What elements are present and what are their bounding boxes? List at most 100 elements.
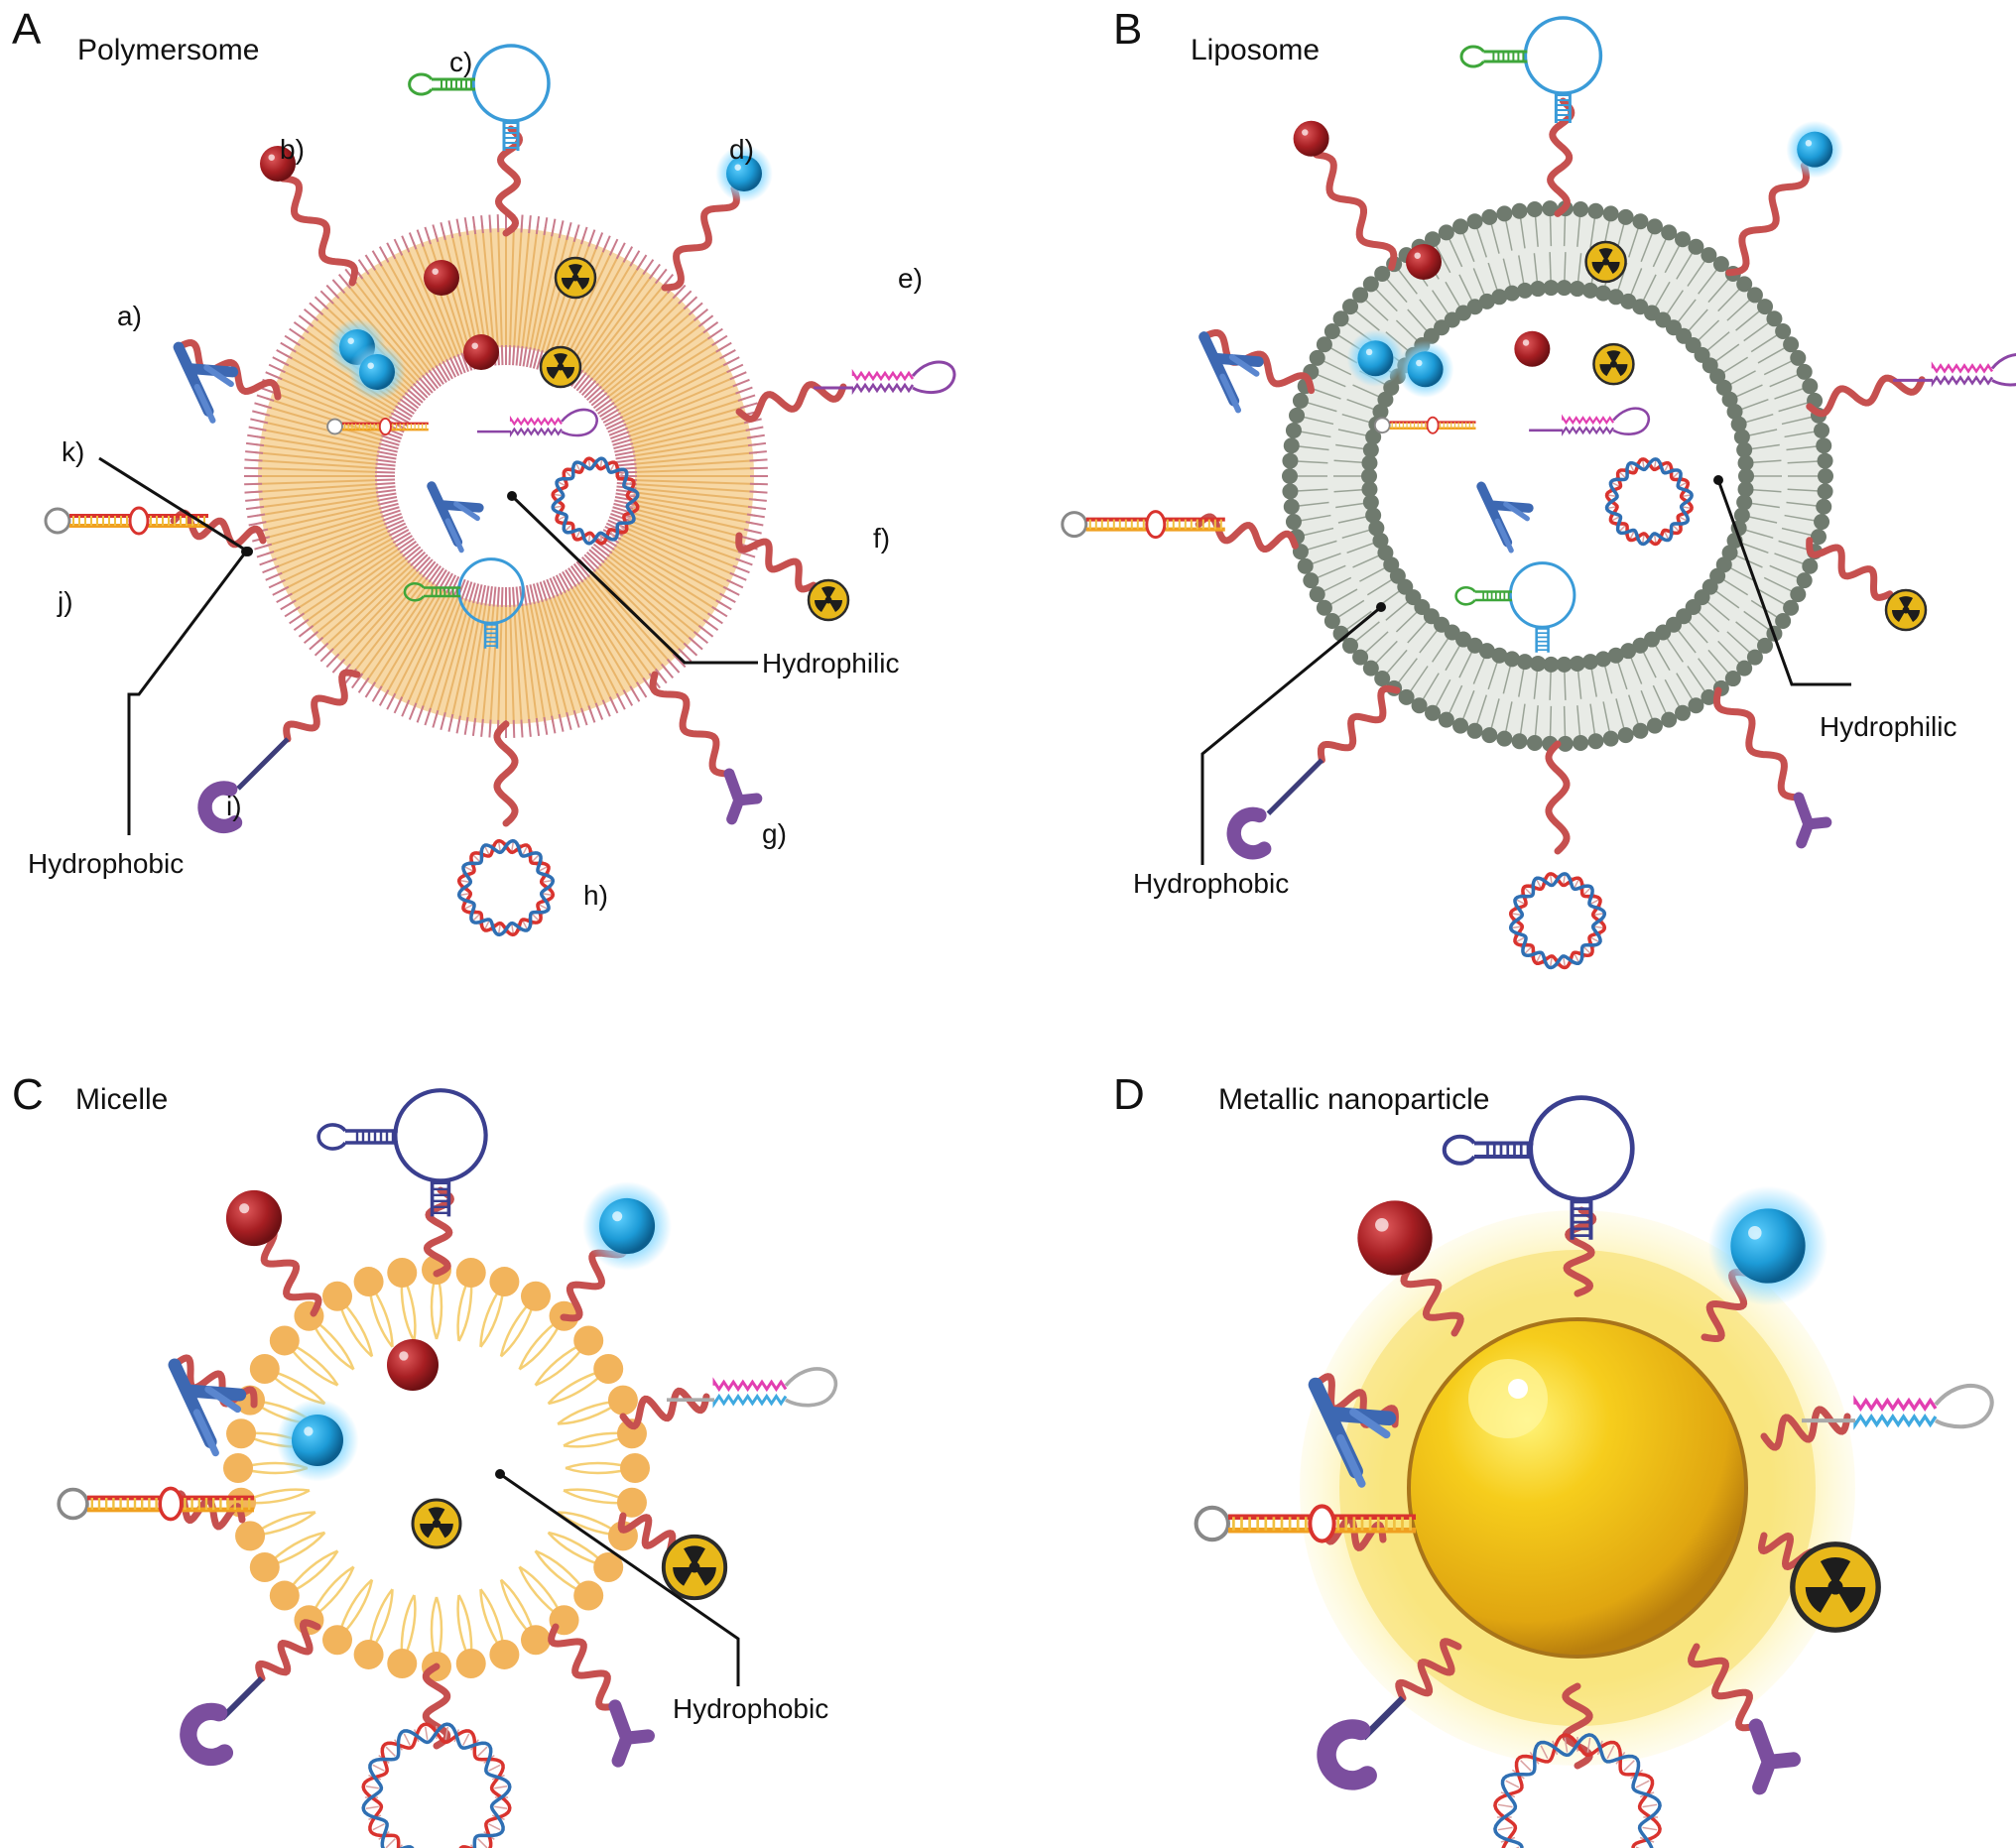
- hydrophilic-callout: Hydrophilic: [762, 648, 900, 678]
- radioactive-icon: [554, 256, 597, 300]
- polymersome-shell: [244, 214, 768, 738]
- leader-dot: [243, 547, 253, 556]
- peg-tether: [661, 185, 740, 292]
- leader-line: [510, 494, 758, 665]
- aptamer-hairpin-icon: [408, 44, 551, 151]
- peg-tether: [1317, 684, 1401, 764]
- peg-tether: [1195, 513, 1299, 553]
- label-c: c): [449, 47, 472, 77]
- sphere-highlight: [268, 154, 275, 161]
- sphere-highlight: [239, 1203, 250, 1214]
- label-d: d): [729, 134, 754, 165]
- plasmid-dna-icon: [361, 1722, 512, 1848]
- leader-dot: [1376, 602, 1386, 612]
- hook-linker: [1266, 758, 1324, 815]
- radioactive-icon: [1793, 1544, 1878, 1630]
- blue-drug-sphere-icon: [598, 1197, 656, 1255]
- plasmid-dna-icon: [456, 838, 556, 937]
- red-drug-sphere-icon: [1406, 244, 1442, 280]
- peg-tether: [1395, 1638, 1462, 1702]
- sphere-highlight: [471, 342, 478, 349]
- leader-line: [1716, 479, 1851, 686]
- duplex-oligo-icon: [57, 1486, 255, 1522]
- blue-drug-sphere-icon: [359, 354, 395, 390]
- peg-tether: [1562, 1682, 1593, 1770]
- hook-linker: [219, 1675, 265, 1721]
- aptamer-hairpin-icon: [1454, 561, 1576, 653]
- radioactive-icon: [1884, 588, 1928, 632]
- sphere-highlight: [304, 1426, 314, 1436]
- duplex-oligo-icon: [1061, 510, 1225, 540]
- plasmid-dna-icon: [551, 456, 640, 546]
- panel-letter-c: C: [12, 1070, 44, 1119]
- sphere-highlight: [734, 164, 741, 171]
- gold-highlight: [1468, 1359, 1548, 1438]
- peg-tether: [1806, 537, 1894, 601]
- peg-tether: [175, 338, 282, 401]
- blue-drug-sphere-icon: [1730, 1208, 1806, 1284]
- sirna-icon: [476, 408, 598, 438]
- label-i: i): [226, 791, 242, 821]
- peg-tether: [1313, 151, 1398, 271]
- sphere-highlight: [1302, 129, 1309, 136]
- blue-drug-sphere-icon: [292, 1415, 343, 1466]
- leader-line: [98, 456, 249, 554]
- panel-letter-d: D: [1113, 1070, 1145, 1119]
- plasmid-dna-icon: [1508, 872, 1607, 970]
- label-j: j): [57, 586, 73, 617]
- radioactive-icon: [807, 578, 850, 622]
- red-drug-sphere-icon: [463, 334, 499, 370]
- peg-tether: [422, 1663, 451, 1750]
- hook-linker: [236, 737, 290, 791]
- red-drug-sphere-icon: [225, 1189, 283, 1247]
- peg-tether: [1688, 1643, 1760, 1732]
- plasmid-dna-icon: [1604, 457, 1694, 547]
- peg-tether: [279, 175, 359, 287]
- aptamer-hairpin-icon: [1442, 1095, 1635, 1240]
- peg-tether: [1725, 162, 1811, 277]
- blue-drug-sphere-icon: [1357, 340, 1394, 377]
- peg-tether: [735, 381, 847, 423]
- sphere-highlight: [1375, 1218, 1389, 1232]
- sirna-icon: [1801, 1384, 1994, 1430]
- label-e: e): [898, 263, 923, 294]
- leader-line: [1200, 605, 1382, 865]
- sphere-highlight: [1416, 359, 1423, 367]
- receptor-hook-icon: [1234, 814, 1264, 852]
- red-drug-sphere-icon: [260, 146, 296, 182]
- hydrophobic-callout: Hydrophobic: [673, 1693, 828, 1724]
- leader-line: [127, 551, 248, 835]
- panel-title-c: Micelle: [75, 1083, 168, 1116]
- radioactive-icon: [411, 1498, 462, 1549]
- sphere-highlight: [1805, 140, 1813, 147]
- aptamer-hairpin-icon: [1459, 16, 1603, 123]
- peg-tether: [1545, 740, 1571, 855]
- panel-letter-b: B: [1113, 5, 1142, 54]
- sphere-highlight: [1365, 348, 1373, 356]
- label-f: f): [873, 523, 890, 554]
- peg-tether: [1712, 686, 1803, 801]
- radioactive-icon: [661, 1534, 728, 1601]
- sphere-highlight: [1414, 252, 1421, 259]
- receptor-hook-icon: [1326, 1729, 1367, 1781]
- liposome-bilayer: [1282, 200, 1833, 752]
- sphere-highlight: [432, 268, 439, 275]
- sirna-icon: [666, 1367, 837, 1409]
- peg-tether: [735, 532, 818, 593]
- antibody-icon: [1464, 486, 1533, 552]
- peg-tether: [1806, 374, 1926, 418]
- red-drug-sphere-icon: [1293, 120, 1329, 157]
- blue-drug-sphere-icon: [1407, 351, 1444, 388]
- peg-tether: [1563, 1206, 1597, 1297]
- label-a: a): [117, 301, 142, 331]
- duplex-oligo-icon: [326, 418, 429, 435]
- sirna-icon: [1529, 407, 1651, 436]
- leader-dot: [495, 1469, 505, 1479]
- label-b: b): [280, 134, 305, 165]
- label-k: k): [62, 436, 84, 467]
- radioactive-icon: [1584, 240, 1627, 284]
- peg-tether: [1547, 97, 1575, 217]
- sirna-icon: [1893, 353, 2016, 388]
- red-drug-sphere-icon: [1514, 330, 1551, 367]
- peg-tether: [649, 671, 733, 778]
